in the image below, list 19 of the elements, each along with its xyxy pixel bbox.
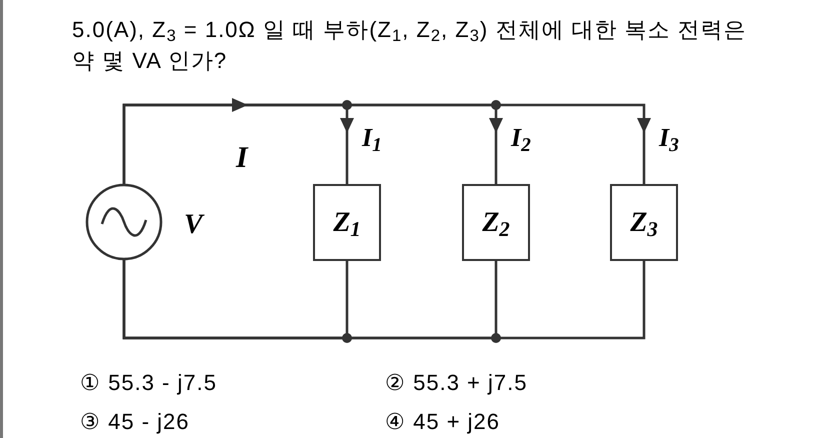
current-label: I$_{2}$	[511, 122, 531, 157]
answer-option: ③ 45 - j26	[80, 405, 190, 438]
current-label: I$_{1}$	[362, 122, 382, 157]
wire-with-current-arrow	[122, 104, 651, 185]
wire	[122, 259, 646, 340]
answer-option: ④ 45 + j26	[385, 405, 500, 438]
impedance-label: Z$_{3}$	[630, 206, 658, 243]
current-label: I	[236, 140, 248, 176]
question-text: 5.0(A), Z$_{3}$ = 1.0Ω 일 때 부하(Z$_{1}$, Z$_{2}$, Z$_{3}$) 전체에 대한 복소 전력은 약 몇 VA 인가?	[72, 16, 748, 75]
impedance-box	[610, 184, 678, 261]
voltage-label: V	[184, 208, 203, 242]
ac-source-symbol	[85, 183, 163, 261]
impedance-box	[462, 184, 530, 261]
impedance-label: Z$_{1}$	[333, 206, 361, 243]
answer-option: ② 55.3 + j7.5	[385, 366, 528, 399]
answer-option: ① 55.3 - j7.5	[80, 366, 217, 399]
current-label: I$_{3}$	[659, 122, 679, 157]
impedance-box	[313, 184, 381, 261]
impedance-label: Z$_{2}$	[482, 206, 510, 243]
